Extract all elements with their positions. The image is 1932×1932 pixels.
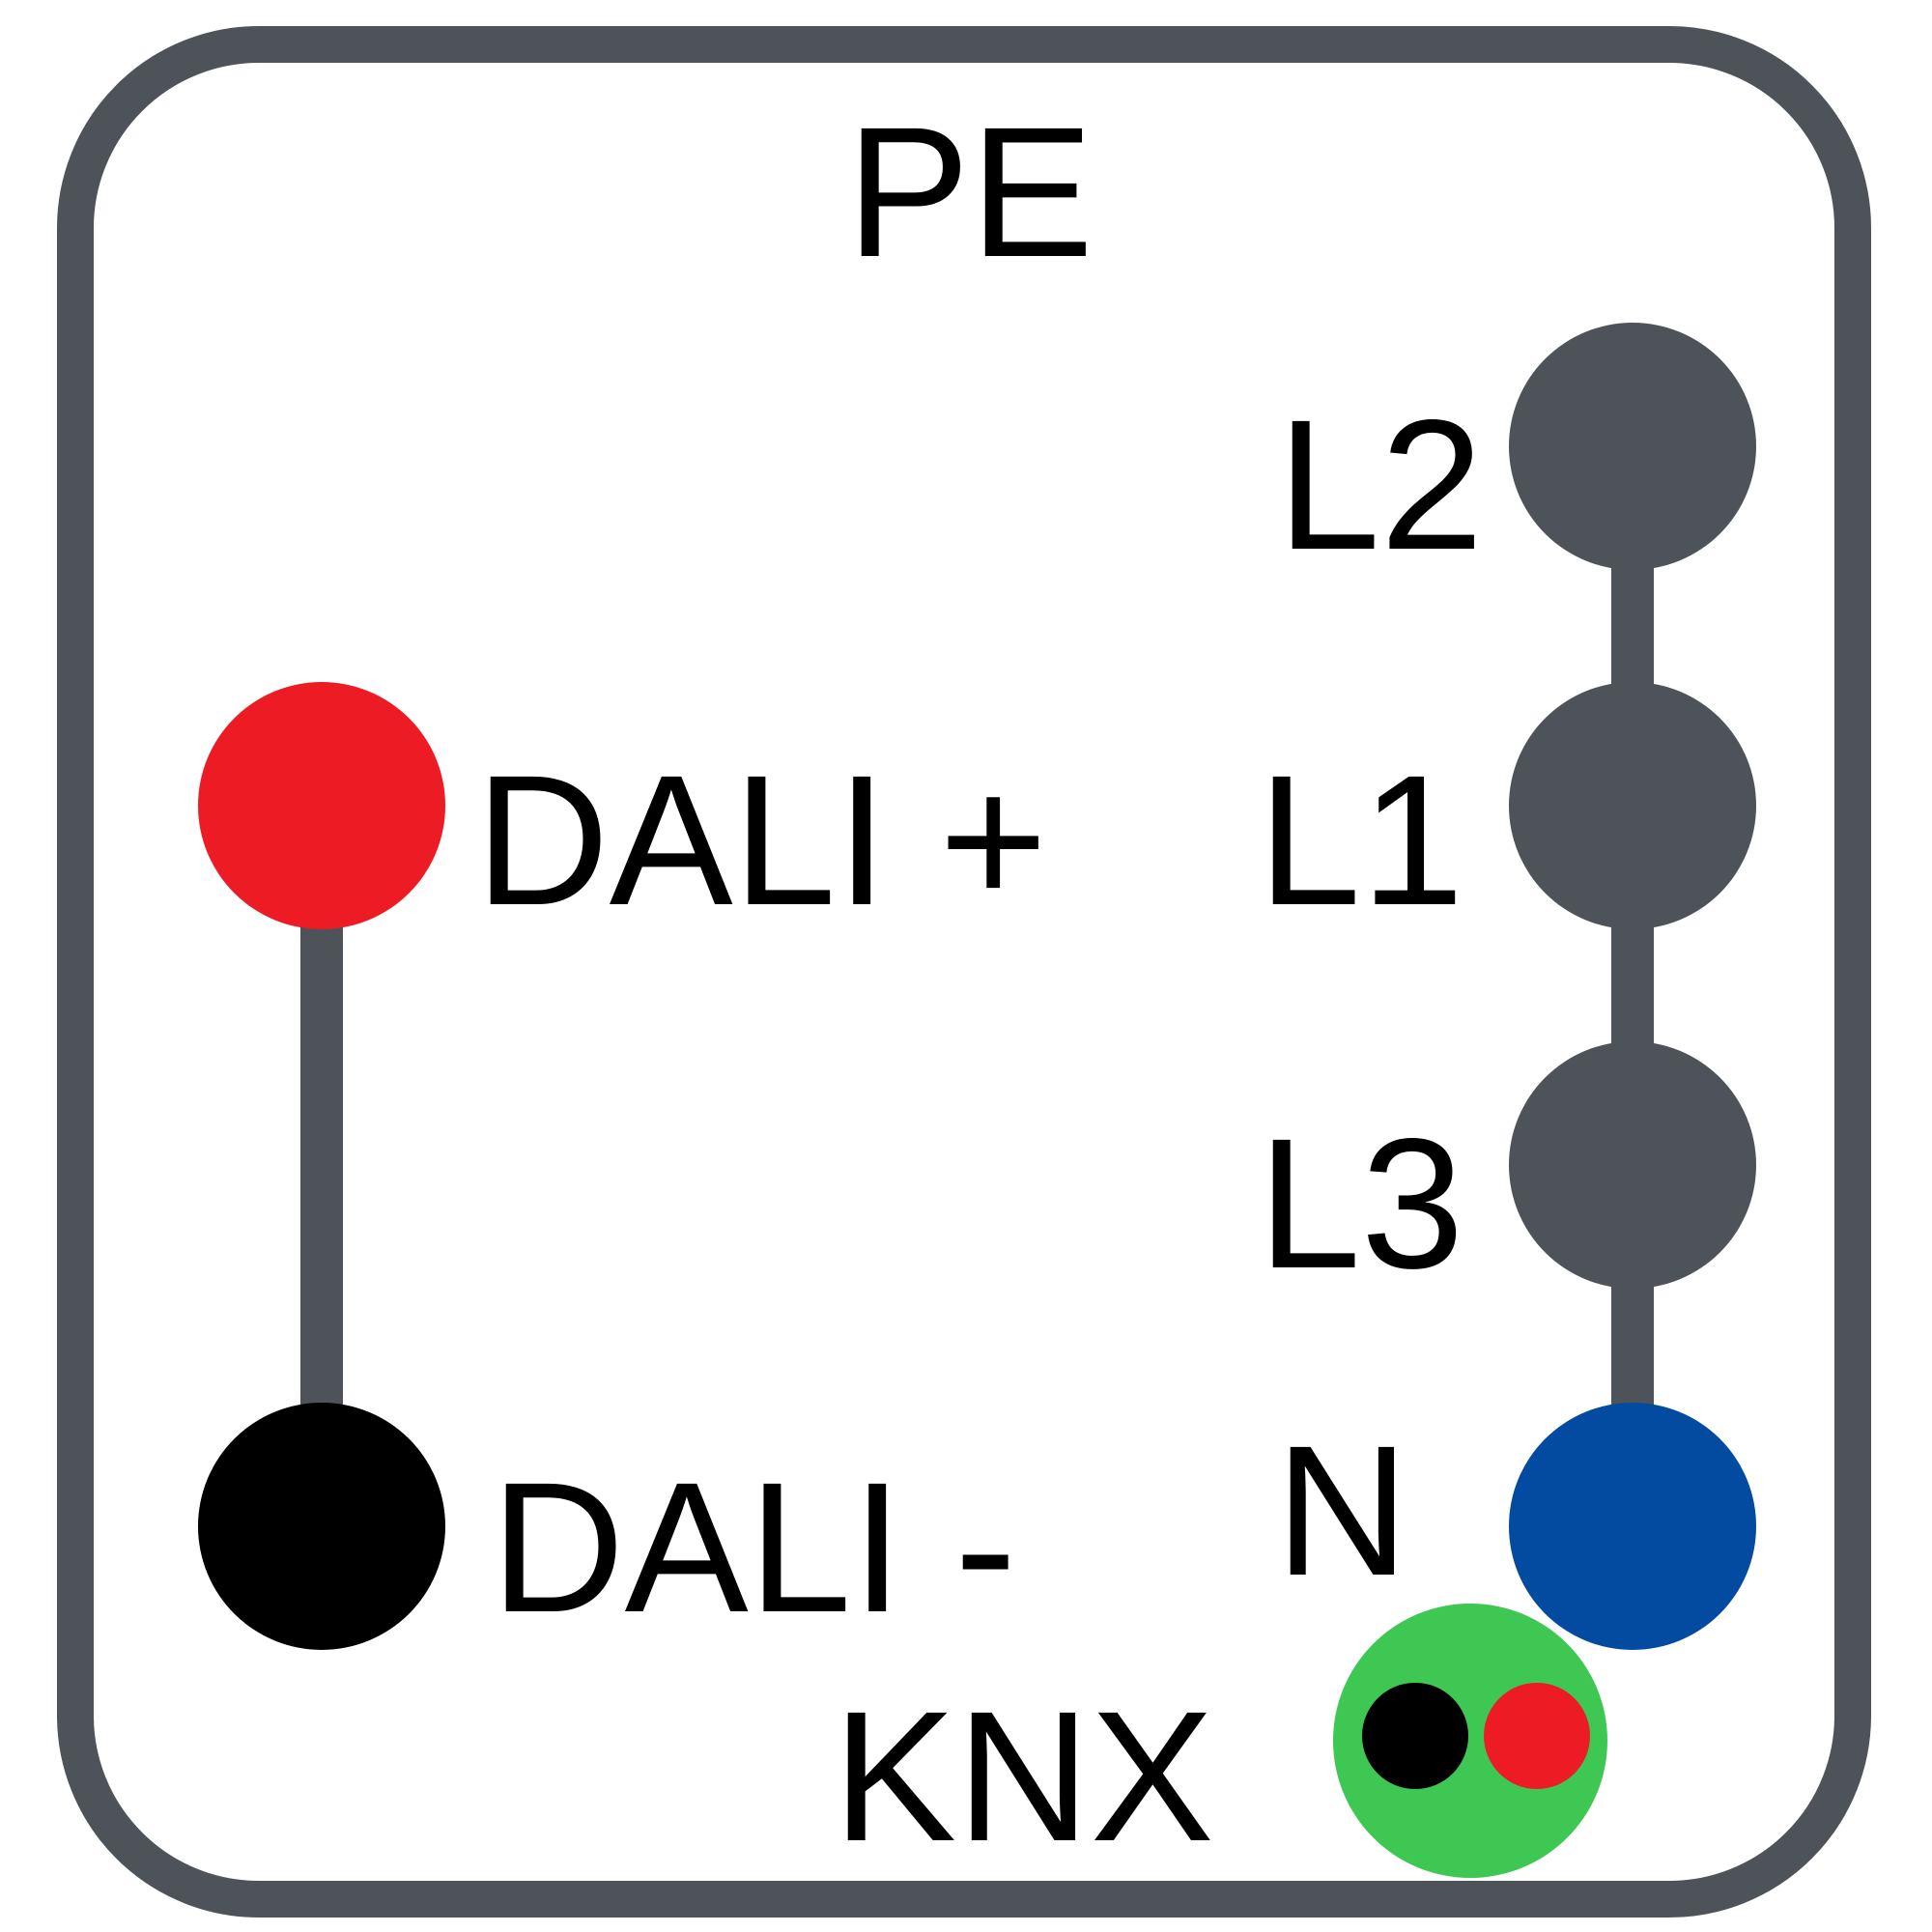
label-n: N	[1275, 1406, 1409, 1614]
label-dali-minus: DALI -	[491, 1443, 1016, 1651]
terminal-n	[1509, 1403, 1756, 1650]
terminal-l2	[1509, 323, 1756, 570]
label-pe: PE	[846, 88, 1094, 296]
terminal-dali-minus	[198, 1403, 445, 1650]
knx-pin-black	[1362, 1683, 1468, 1789]
knx-pin-red	[1484, 1683, 1590, 1789]
terminal-l1	[1509, 682, 1756, 929]
label-knx: KNX	[833, 1672, 1214, 1880]
label-l1: L1	[1258, 736, 1464, 944]
label-l2: L2	[1277, 381, 1484, 588]
label-l3: L3	[1258, 1099, 1464, 1307]
terminal-l3	[1509, 1041, 1756, 1289]
label-dali-plus: DALI +	[475, 736, 1047, 944]
terminal-dali-plus	[198, 682, 445, 929]
knx-connector	[1333, 1604, 1607, 1878]
enclosure-frame	[57, 26, 1871, 1918]
